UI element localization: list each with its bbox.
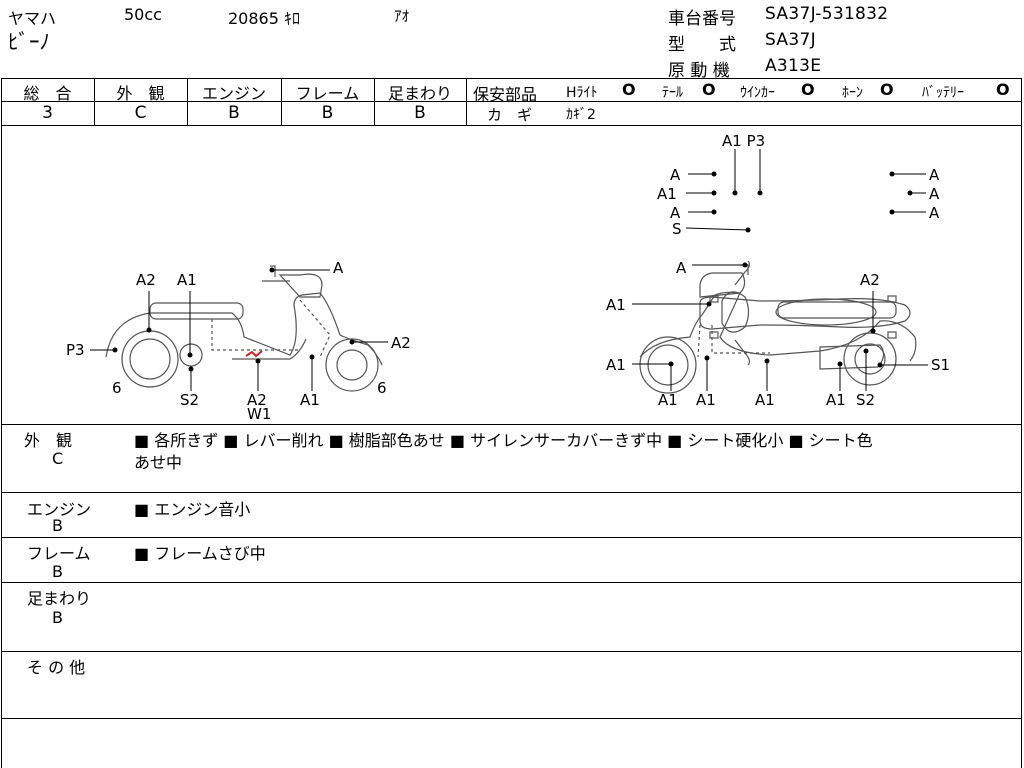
label-right-a1: A1 <box>606 296 626 314</box>
notes-row-divider <box>1 537 1022 538</box>
label-left-a: A <box>333 259 344 277</box>
safety-item-taillight-mark: O <box>702 80 716 99</box>
engine-model-label: 原 動 機 <box>668 61 730 81</box>
safety-item-taillight: ﾃｰﾙ <box>662 85 683 101</box>
grade-header-frame: フレーム <box>295 84 360 103</box>
label-top-a1p3: A1 P3 <box>722 132 765 150</box>
grade-header-exterior: 外 観 <box>116 84 165 103</box>
color: ｱｵ <box>394 7 410 25</box>
label-right-a1: A1 <box>606 356 626 374</box>
note-category-frame: フレーム <box>27 544 91 563</box>
engine-model: A313E <box>765 56 822 76</box>
damage-scratch-icon <box>245 350 263 358</box>
label-right-a: A <box>676 259 687 277</box>
grade-overall: 3 <box>42 103 53 123</box>
label-right-a1: A1 <box>696 391 716 409</box>
note-grade-exterior: C <box>52 449 64 468</box>
label-right-a1: A1 <box>658 391 678 409</box>
note-grade-engine: B <box>52 516 63 535</box>
safety-item-winker-mark: O <box>801 80 815 99</box>
label-left-a2: A2 <box>247 391 267 409</box>
grade-col-divider <box>187 78 188 125</box>
safety-item-horn-mark: O <box>880 80 894 99</box>
damage-diagram: A1 P3 A A1 A A A A S A2 A1 A A2 P3 6 6 S… <box>66 132 950 423</box>
notes-row-divider <box>1 651 1022 652</box>
scooter-left-view <box>105 265 383 392</box>
note-category-other: そ の 他 <box>27 658 86 677</box>
safety-item-winker: ｳｲﾝｶｰ <box>740 85 775 101</box>
label-top-a: A <box>929 204 940 222</box>
label-top-s: S <box>672 220 682 238</box>
label-top-a: A <box>670 166 681 184</box>
diagram-bottom-divider <box>1 424 1022 425</box>
notes-row-divider <box>1 582 1022 583</box>
notes-bottom-divider <box>1 718 1022 719</box>
label-left-p3: P3 <box>66 341 85 359</box>
scooter-right-view <box>639 264 917 394</box>
grade-col-divider <box>374 78 375 125</box>
label-left-s2: S2 <box>180 391 199 409</box>
safety-parts-label: 保安部品 <box>473 85 538 104</box>
note-grade-frame: B <box>52 562 63 581</box>
frame-number-label: 車台番号 <box>668 9 736 29</box>
frame-right-border <box>1021 78 1022 768</box>
grade-bottom-divider <box>1 125 1022 126</box>
grade-header-divider <box>1 101 466 102</box>
grade-col-divider <box>94 78 95 125</box>
label-right-s1: S1 <box>931 356 950 374</box>
grade-header-overall: 総 合 <box>23 84 72 103</box>
grade-col-divider <box>281 78 282 125</box>
note-category-suspension: 足まわり <box>27 589 92 608</box>
grade-suspension: B <box>414 103 426 123</box>
frame-number: SA37J-531832 <box>765 4 889 24</box>
model-type: SA37J <box>765 30 816 50</box>
label-left-w1: W1 <box>247 405 271 423</box>
label-right-a2: A2 <box>860 271 880 289</box>
grade-engine: B <box>228 103 240 123</box>
grade-header-engine: エンジン <box>201 84 266 103</box>
note-text-exterior: ■ 各所きず ■ レバー削れ ■ 樹脂部色あせ ■ サイレンサーカバーきず中 ■… <box>134 431 873 450</box>
safety-divider <box>466 101 1022 102</box>
note-category-engine: エンジン <box>27 500 92 519</box>
notes-row-divider <box>1 492 1022 493</box>
key-count: ｶｷﾞ2 <box>566 107 596 123</box>
note-text-exterior-cont: あせ中 <box>134 453 183 472</box>
label-left-a2: A2 <box>391 334 411 352</box>
label-left-a1: A1 <box>177 271 197 289</box>
grade-frame: B <box>321 103 334 123</box>
label-top-a1: A1 <box>657 185 677 203</box>
label-right-s2: S2 <box>856 391 875 409</box>
key-label: カ ギ <box>487 106 533 124</box>
label-right-a1: A1 <box>755 391 775 409</box>
grade-exterior: C <box>134 103 147 123</box>
label-right-a1: A1 <box>826 391 846 409</box>
note-category-exterior: 外 観 <box>24 431 73 450</box>
maker-name: ヤマハ <box>8 9 57 28</box>
label-left-a1: A1 <box>300 391 320 409</box>
displacement: 50cc <box>124 5 162 24</box>
safety-item-headlight-mark: O <box>622 80 636 99</box>
model-name: ﾋﾞｰﾉ <box>8 30 50 54</box>
note-text-frame: ■ フレームさび中 <box>134 544 266 563</box>
label-left-6: 6 <box>377 379 387 397</box>
safety-item-headlight: Hﾗｲﾄ <box>566 85 598 101</box>
label-left-a2: A2 <box>136 271 156 289</box>
header-divider <box>1 78 1022 79</box>
frame-left-border <box>1 78 2 768</box>
safety-item-battery-mark: O <box>996 80 1010 99</box>
label-top-a: A <box>929 185 940 203</box>
note-text-engine: ■ エンジン音小 <box>134 500 251 519</box>
label-top-a: A <box>929 166 940 184</box>
grade-col-divider <box>466 78 467 125</box>
grade-header-suspension: 足まわり <box>387 84 452 103</box>
safety-item-battery: ﾊﾞｯﾃﾘｰ <box>922 85 964 101</box>
label-left-6: 6 <box>112 379 122 397</box>
note-grade-suspension: B <box>52 608 63 627</box>
safety-item-horn: ﾎｰﾝ <box>842 85 863 101</box>
label-top-a: A <box>670 204 681 222</box>
model-type-label: 型 式 <box>668 35 736 55</box>
mileage: 20865 ｷﾛ <box>228 9 300 28</box>
